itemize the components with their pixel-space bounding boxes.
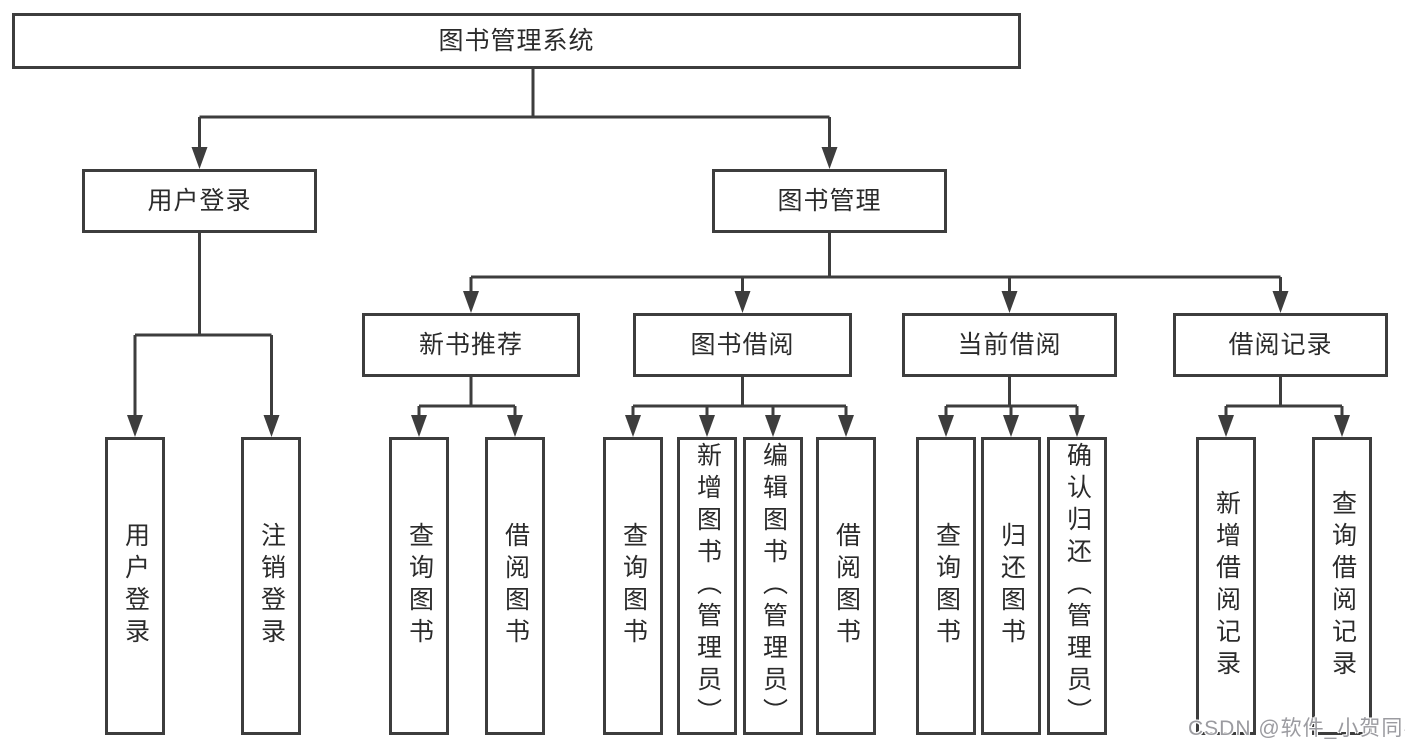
leaf-query-books-borrowing: 查询图书	[603, 437, 663, 735]
leaf-user-login: 用户登录	[105, 437, 165, 735]
leaf-borrow-books-borrowing: 借阅图书	[816, 437, 876, 735]
node-current-borrowing: 当前借阅	[902, 313, 1117, 377]
leaf-add-borrow-record: 新增借阅记录	[1196, 437, 1256, 735]
leaf-borrow-books-recommend: 借阅图书	[485, 437, 545, 735]
leaf-query-borrow-record: 查询借阅记录	[1312, 437, 1372, 735]
leaf-edit-book-admin: 编辑图书（管理员）	[743, 437, 803, 735]
node-new-book-recommend: 新书推荐	[362, 313, 580, 377]
csdn-watermark: CSDN @软件_小贺同学	[1188, 717, 1405, 740]
leaf-query-books-recommend: 查询图书	[389, 437, 449, 735]
node-library-system: 图书管理系统	[12, 13, 1021, 69]
leaf-return-books: 归还图书	[981, 437, 1041, 735]
node-book-management: 图书管理	[712, 169, 947, 233]
leaf-query-books-current: 查询图书	[916, 437, 976, 735]
node-borrowing-records: 借阅记录	[1173, 313, 1388, 377]
arrowheads	[127, 147, 1350, 437]
leaf-add-book-admin: 新增图书（管理员）	[677, 437, 737, 735]
node-user-login: 用户登录	[82, 169, 317, 233]
node-book-borrowing: 图书借阅	[633, 313, 852, 377]
leaf-confirm-return-admin: 确认归还（管理员）	[1047, 437, 1107, 735]
leaf-logout-login: 注销登录	[241, 437, 301, 735]
